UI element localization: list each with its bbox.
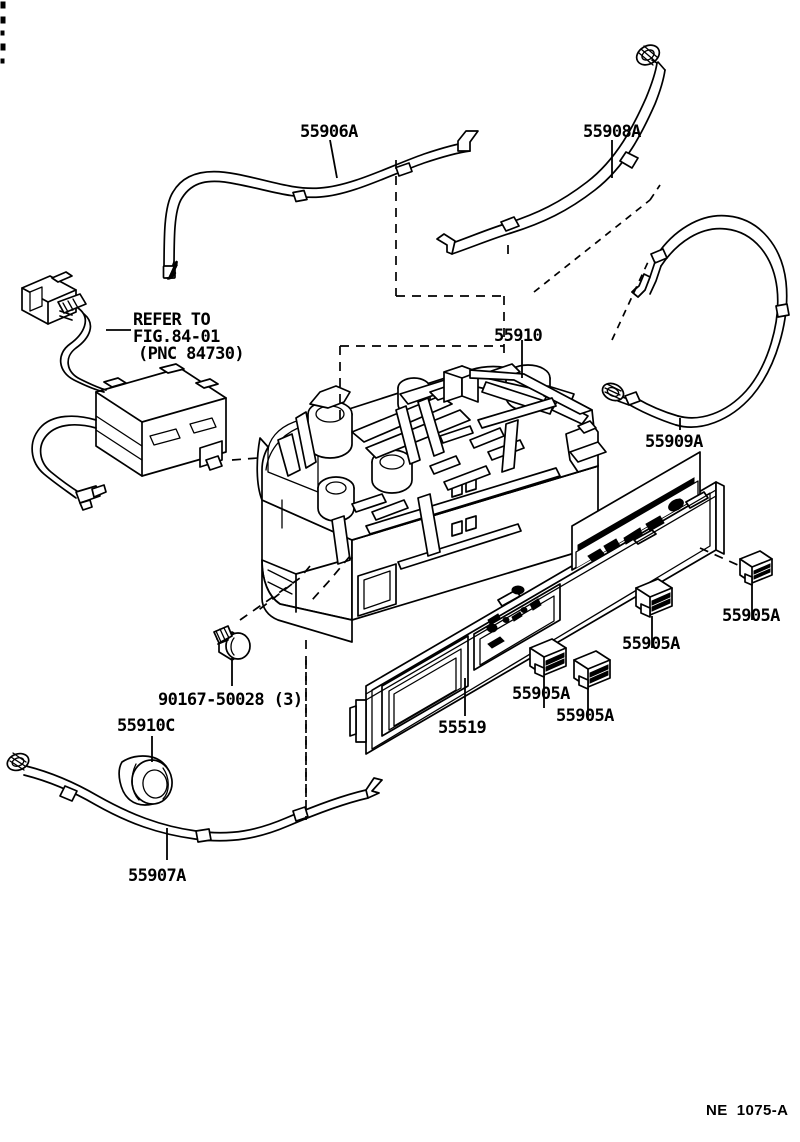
leader-lines [106,139,753,860]
label-55519: 55519 [438,718,487,738]
figure-code: NE 1075-A [706,1102,789,1119]
label-55910: 55910 [494,326,543,346]
heater-control-assy-55910-graphic [256,363,607,643]
label-55905a-3: 55905A [512,684,570,704]
refer-to-line3: (PNC 84730) [138,344,245,364]
label-55910c: 55910C [117,716,175,736]
label-55909a: 55909A [645,432,703,452]
registration-marks [0,1,6,64]
label-55908a: 55908A [583,122,641,142]
label-55906a: 55906A [300,122,358,142]
panel-plate-55519-graphic [349,451,725,755]
cable-55908a-graphic [436,44,666,255]
bulb-socket-4-graphic [573,650,611,690]
bulb-socket-2-graphic [635,578,673,618]
bulb-socket-1-graphic [739,550,773,586]
cable-55906a-terminal [168,271,177,280]
label-55907a: 55907A [128,866,186,886]
label-screw: 90167-50028 (3) [158,690,303,710]
assembly-dashed-lines [231,160,741,820]
label-55905a-4: 55905A [556,706,614,726]
cable-55907a-graphic [6,752,383,843]
cable-55906a-graphic [163,130,479,280]
amplifier-assembly-graphic [21,271,227,511]
refer-to-line1: REFER TO [133,310,211,330]
refer-to-line2: FIG.84-01 [133,327,220,347]
control-knob-55910c-graphic [118,755,173,806]
cable-55909a-graphic [601,214,790,428]
label-55905a-2: 55905A [622,634,680,654]
label-55905a-1: 55905A [722,606,780,626]
screw-graphic [213,625,251,661]
